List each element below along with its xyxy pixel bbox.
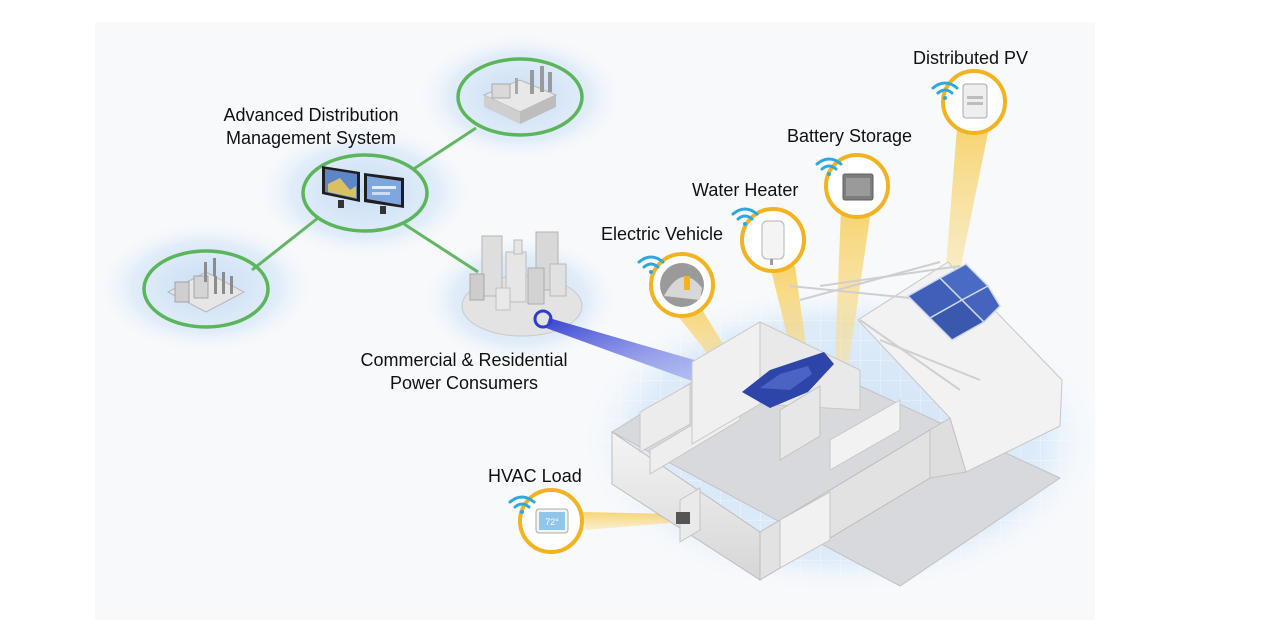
label-water-heater: Water Heater	[692, 180, 799, 200]
node-ring-substation-top	[456, 57, 584, 137]
node-ring-substation-left	[142, 249, 270, 329]
water-heater-icon	[761, 220, 785, 265]
label-consumers-line1: Commercial & Residential	[360, 350, 568, 370]
label-consumers: Commercial & Residential Power Consumers	[344, 349, 584, 395]
thermostat-unit	[676, 512, 690, 524]
thermostat-icon: 72°	[535, 508, 569, 534]
link-adms-city	[403, 222, 479, 274]
label-adms: Advanced Distribution Management System	[206, 104, 416, 150]
wifi-icon	[731, 207, 759, 226]
ev-charger-icon	[660, 263, 704, 307]
wifi-icon	[815, 157, 843, 176]
consumer-link-beam	[546, 318, 736, 392]
smart-home-cutaway-icon	[611, 261, 1063, 587]
monitor-screens-icon	[322, 166, 404, 214]
label-adms-line2: Management System	[225, 128, 397, 148]
power-substation-icon	[482, 66, 558, 124]
thermostat-reading: 72°	[545, 517, 559, 527]
beam-hvac	[580, 512, 680, 530]
label-battery-storage: Battery Storage	[787, 126, 913, 146]
beam-battery	[834, 210, 871, 382]
transformer-substation-icon	[166, 258, 246, 313]
label-hvac-load: HVAC Load	[488, 466, 582, 486]
label-consumers-line2: Power Consumers	[389, 373, 539, 393]
label-electric-vehicle: Electric Vehicle	[601, 224, 724, 244]
node-ring-control-center	[301, 153, 429, 233]
label-adms-line1: Advanced Distribution	[223, 105, 399, 125]
wifi-icon	[931, 81, 959, 100]
beam-pv	[944, 128, 989, 290]
wifi-icon	[508, 495, 536, 514]
inverter-icon	[962, 83, 988, 119]
solar-panels	[906, 263, 1001, 341]
battery-storage-icon	[842, 173, 874, 201]
label-distributed-pv: Distributed PV	[913, 48, 1029, 68]
link-adms-substation-top	[411, 126, 477, 172]
link-adms-substation-left	[251, 216, 319, 272]
network-links	[251, 126, 479, 274]
wifi-icon	[637, 255, 665, 274]
